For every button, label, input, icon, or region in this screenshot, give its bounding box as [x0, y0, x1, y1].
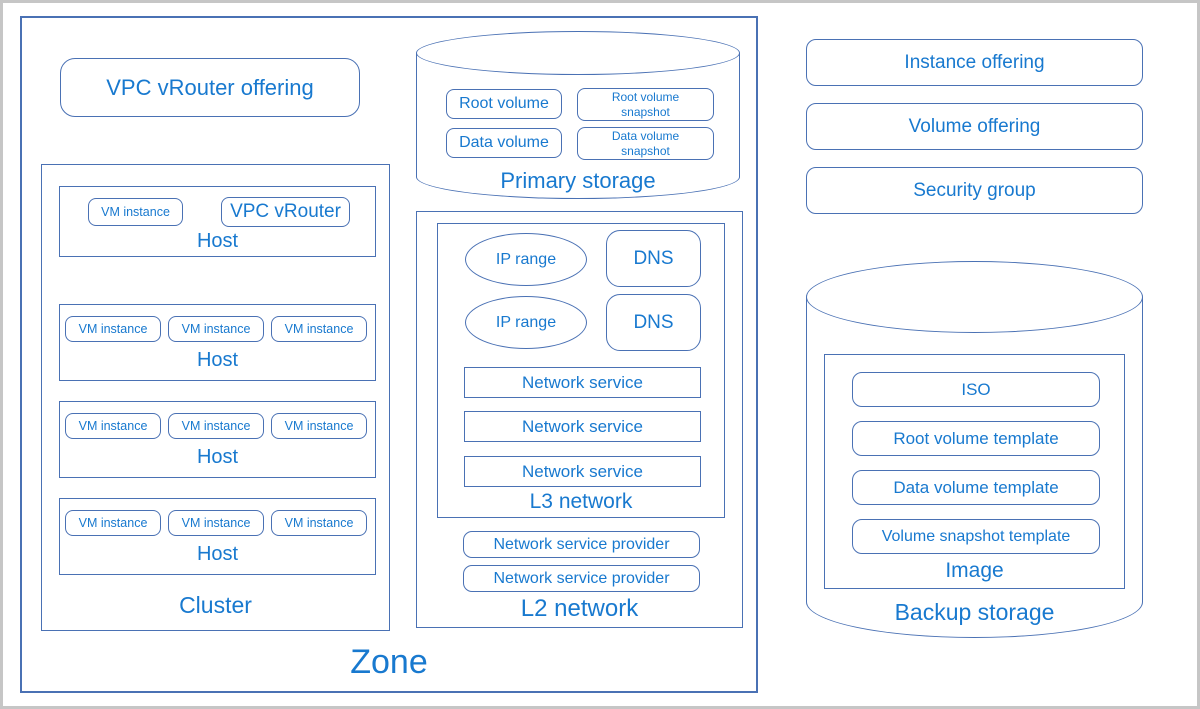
ip-range-ellipse: IP range	[465, 233, 587, 286]
image-label: Image	[945, 559, 1004, 582]
host-label: Host	[196, 230, 239, 252]
host-box: VM instance VM instance VM instance Host	[59, 498, 376, 575]
vm-instance-box: VM instance	[65, 413, 161, 439]
host-box: VM instance VPC vRouter Host	[59, 186, 376, 257]
volume-offering-box: Volume offering	[806, 103, 1143, 150]
instance-offering-box: Instance offering	[806, 39, 1143, 86]
network-service-box: Network service	[464, 456, 701, 487]
data-volume-snapshot-box: Data volume snapshot	[577, 127, 714, 160]
cluster-box: VM instance VPC vRouter Host VM instance…	[41, 164, 390, 631]
root-volume-snapshot-box: Root volume snapshot	[577, 88, 714, 121]
primary-storage-cylinder: Root volume Root volume snapshot Data vo…	[416, 31, 740, 199]
backup-storage-cylinder-top	[806, 261, 1143, 333]
host-box: VM instance VM instance VM instance Host	[59, 401, 376, 478]
host-label: Host	[196, 543, 239, 565]
primary-storage-cylinder-body	[416, 53, 740, 199]
primary-storage-cylinder-top	[416, 31, 740, 75]
host-label: Host	[196, 446, 239, 468]
volume-snapshot-template-box: Volume snapshot template	[852, 519, 1100, 554]
ip-range-ellipse: IP range	[465, 296, 587, 349]
backup-storage-cylinder: ISO Root volume template Data volume tem…	[806, 261, 1143, 638]
vm-instance-box: VM instance	[65, 316, 161, 342]
data-volume-box: Data volume	[446, 128, 562, 158]
l3-network-label: L3 network	[529, 490, 633, 513]
vm-instance-box: VM instance	[271, 316, 367, 342]
backup-storage-label: Backup storage	[894, 599, 1055, 625]
vm-instance-box: VM instance	[168, 316, 264, 342]
host-label: Host	[196, 349, 239, 371]
data-volume-template-box: Data volume template	[852, 470, 1100, 505]
network-service-box: Network service	[464, 411, 701, 442]
zone-box	[20, 16, 758, 693]
zone-label: Zone	[350, 643, 428, 681]
root-volume-box: Root volume	[446, 89, 562, 119]
vm-instance-box: VM instance	[65, 510, 161, 536]
vm-instance-box: VM instance	[88, 198, 183, 226]
vpc-vrouter-box: VPC vRouter	[221, 197, 350, 227]
security-group-box: Security group	[806, 167, 1143, 214]
vm-instance-box: VM instance	[168, 413, 264, 439]
image-box: ISO Root volume template Data volume tem…	[824, 354, 1125, 589]
host-box: VM instance VM instance VM instance Host	[59, 304, 376, 381]
l3-network-box: IP range DNS IP range DNS Network servic…	[437, 223, 725, 518]
primary-storage-label: Primary storage	[500, 168, 656, 193]
network-service-provider-box: Network service provider	[463, 531, 700, 558]
backup-storage-cylinder-body	[806, 297, 1143, 638]
l2-network-box: IP range DNS IP range DNS Network servic…	[416, 211, 743, 628]
vm-instance-box: VM instance	[168, 510, 264, 536]
cluster-label: Cluster	[179, 592, 252, 618]
dns-box: DNS	[606, 294, 701, 351]
vm-instance-box: VM instance	[271, 510, 367, 536]
dns-box: DNS	[606, 230, 701, 287]
vpc-vrouter-offering-box: VPC vRouter offering	[60, 58, 360, 117]
vm-instance-box: VM instance	[271, 413, 367, 439]
root-volume-template-box: Root volume template	[852, 421, 1100, 456]
l2-network-label: L2 network	[520, 595, 639, 622]
network-service-box: Network service	[464, 367, 701, 398]
network-service-provider-box: Network service provider	[463, 565, 700, 592]
iso-box: ISO	[852, 372, 1100, 407]
